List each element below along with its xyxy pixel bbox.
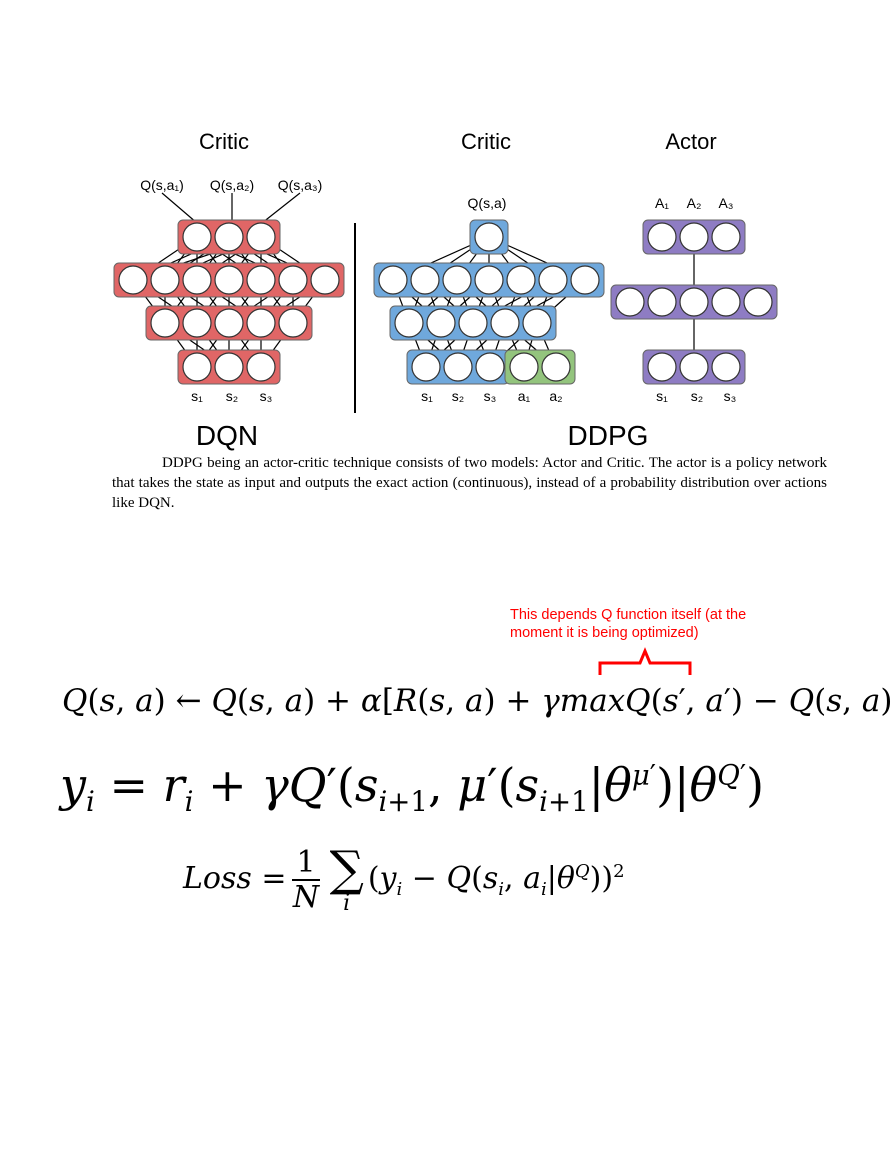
annotation-brace	[598, 647, 692, 675]
critic-node	[411, 352, 441, 382]
network-diagram-figure: Critic Critic Actor Q(s,a₁) Q(s,a₂) Q(s,…	[113, 129, 778, 451]
dqn-node	[182, 265, 212, 295]
critic-node	[506, 265, 536, 295]
dqn-node	[246, 222, 276, 252]
critic-node	[475, 352, 505, 382]
critic-node	[443, 352, 473, 382]
critic-node	[474, 222, 504, 252]
actor-output-layer	[642, 219, 746, 255]
dqn-output-label-2: Q(s,a₂)	[210, 177, 254, 193]
output-pointer-line	[161, 192, 198, 224]
network-layers	[113, 219, 778, 385]
dqn-output-label-3: Q(s,a₃)	[278, 177, 323, 193]
actor-input-layer	[642, 349, 746, 385]
critic-node	[394, 308, 424, 338]
ddpg-critic-output-label: Q(s,a)	[468, 195, 507, 211]
critic-node	[538, 265, 568, 295]
critic-node	[458, 308, 488, 338]
annotation-line-2: moment it is being optimized)	[510, 625, 699, 641]
actor-output-label-3: A₃	[718, 195, 733, 211]
actor-input-label-1: s₁	[656, 388, 668, 404]
dqn-caption: DQN	[196, 420, 258, 451]
dqn-critic-title: Critic	[199, 129, 249, 154]
dqn-node	[246, 352, 276, 382]
output-pointer-line	[261, 192, 301, 224]
critic-node	[426, 308, 456, 338]
critic-state-layer	[406, 349, 510, 385]
dqn-node	[182, 352, 212, 382]
annotation-line-1: This depends Q function itself (at the	[510, 607, 747, 623]
actor-node	[679, 222, 709, 252]
dqn-output-label-1: Q(s,a₁)	[140, 177, 184, 193]
critic-action-layer	[504, 349, 576, 385]
dqn-output-layer	[177, 219, 281, 255]
critic-node	[509, 352, 539, 382]
critic-node	[522, 308, 552, 338]
critic-node	[474, 265, 504, 295]
actor-node	[647, 352, 677, 382]
actor-node	[711, 287, 741, 317]
dqn-input-layer	[177, 349, 281, 385]
actor-node	[711, 352, 741, 382]
dqn-node	[278, 265, 308, 295]
critic-input-label-1: s₁	[421, 388, 433, 404]
dqn-hidden-layer-1	[113, 262, 345, 298]
body-paragraph: DDPG being an actor-critic technique con…	[112, 455, 827, 511]
dqn-node	[246, 265, 276, 295]
actor-node	[743, 287, 773, 317]
target-equation: yi = ri + γQ′(si+1, μ′(si+1|θμ′)|θQ′)	[60, 758, 765, 819]
dqn-node	[118, 265, 148, 295]
actor-hidden-layer	[610, 284, 778, 320]
dqn-input-label-2: s₂	[226, 388, 238, 404]
actor-output-label-1: A₁	[655, 195, 669, 211]
q-update-equation: Q(s, a) ← Q(s, a) + α[R(s, a) + γmaxQ(s′…	[62, 683, 893, 719]
actor-input-label-3: s₃	[724, 388, 737, 404]
dqn-node	[310, 265, 340, 295]
critic-hidden-layer-2	[389, 305, 557, 341]
dqn-node	[278, 308, 308, 338]
actor-input-label-2: s₂	[691, 388, 703, 404]
actor-node	[679, 352, 709, 382]
critic-input-label-4: a₁	[518, 388, 531, 404]
critic-node	[378, 265, 408, 295]
critic-node	[442, 265, 472, 295]
actor-node	[647, 222, 677, 252]
dqn-node	[214, 222, 244, 252]
ddpg-critic-title: Critic	[461, 129, 511, 154]
critic-node	[570, 265, 600, 295]
ddpg-actor-title: Actor	[665, 129, 716, 154]
dqn-node	[150, 265, 180, 295]
dqn-input-label-3: s₃	[260, 388, 273, 404]
critic-output-layer	[469, 219, 509, 255]
critic-node	[410, 265, 440, 295]
dqn-input-label-1: s₁	[191, 388, 203, 404]
actor-node	[679, 287, 709, 317]
critic-input-label-3: s₃	[484, 388, 497, 404]
dqn-node	[214, 265, 244, 295]
dqn-node	[182, 308, 212, 338]
actor-node	[615, 287, 645, 317]
dqn-node	[150, 308, 180, 338]
dqn-node	[214, 308, 244, 338]
critic-input-label-5: a₂	[549, 388, 562, 404]
dqn-node	[182, 222, 212, 252]
critic-node	[490, 308, 520, 338]
dqn-node	[214, 352, 244, 382]
actor-node	[647, 287, 677, 317]
dqn-hidden-layer-2	[145, 305, 313, 341]
actor-output-label-2: A₂	[687, 195, 702, 211]
q-function-annotation: This depends Q function itself (at the m…	[510, 606, 810, 642]
critic-input-label-2: s₂	[452, 388, 464, 404]
actor-node	[711, 222, 741, 252]
ddpg-caption: DDPG	[568, 420, 649, 451]
dqn-node	[246, 308, 276, 338]
critic-hidden-layer-1	[373, 262, 605, 298]
critic-node	[541, 352, 571, 382]
